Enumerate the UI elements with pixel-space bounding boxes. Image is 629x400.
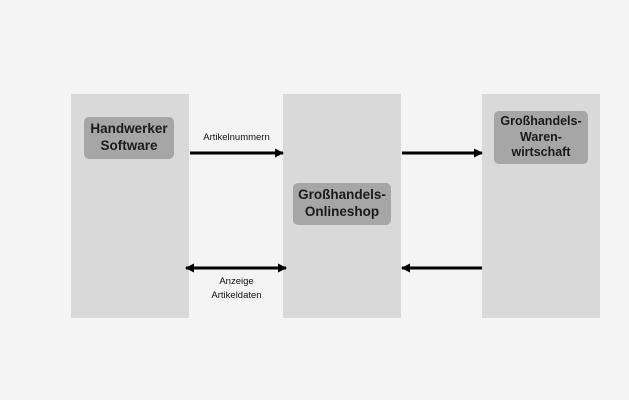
edge-label-anzeige-artikeldaten: Anzeige Artikeldaten [211, 276, 262, 301]
onlineshop-label: Großhandels- Onlineshop [293, 183, 391, 225]
warenwirtschaft-label: Großhandels- Waren- wirtschaft [494, 111, 588, 164]
edge-label-artikelnummern: Artikelnummern [203, 132, 270, 143]
handwerker-software-label: Handwerker Software [84, 117, 174, 159]
